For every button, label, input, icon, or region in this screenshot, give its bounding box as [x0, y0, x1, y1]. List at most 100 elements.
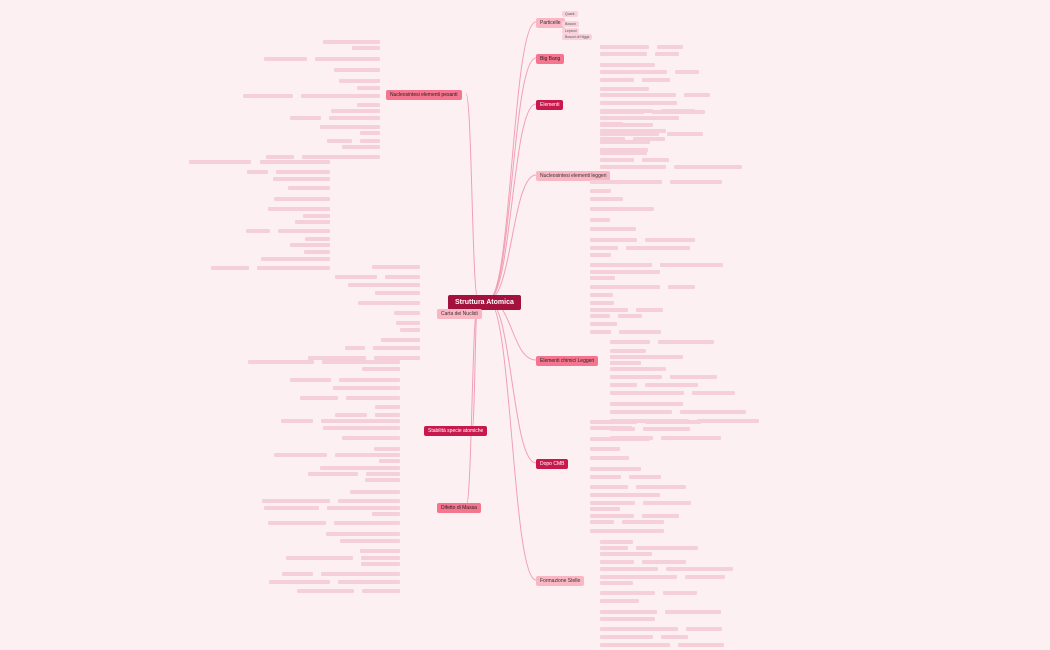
- leaf-bosoni[interactable]: Bosoni: [562, 21, 579, 27]
- branch-elementi[interactable]: Elementi: [536, 100, 564, 110]
- leaf-node[interactable]: [285, 556, 354, 560]
- leaf-node[interactable]: [590, 218, 611, 222]
- leaf-node[interactable]: [610, 349, 647, 353]
- leaf-node[interactable]: [384, 275, 420, 279]
- leaf-node[interactable]: [636, 485, 687, 489]
- leaf-quark[interactable]: Quark: [562, 11, 578, 17]
- leaf-node[interactable]: [359, 549, 400, 553]
- leaf-node[interactable]: [374, 447, 400, 451]
- leaf-node[interactable]: [645, 383, 699, 387]
- leaf-node[interactable]: [361, 556, 400, 560]
- leaf-node[interactable]: [600, 93, 677, 97]
- leaf-node[interactable]: [273, 177, 330, 181]
- leaf-node[interactable]: [356, 86, 380, 90]
- leaf-node[interactable]: [697, 419, 759, 423]
- leaf-node[interactable]: [590, 520, 614, 524]
- leaf-node[interactable]: [610, 375, 663, 379]
- leaf-node[interactable]: [600, 87, 650, 91]
- leaf-node[interactable]: [307, 472, 359, 476]
- leaf-node[interactable]: [590, 301, 614, 305]
- leaf-node[interactable]: [600, 116, 680, 120]
- leaf-node[interactable]: [374, 413, 400, 417]
- leaf-node[interactable]: [685, 627, 723, 631]
- leaf-node[interactable]: [344, 346, 366, 350]
- leaf-node[interactable]: [658, 340, 715, 344]
- leaf-node[interactable]: [323, 40, 380, 44]
- leaf-node[interactable]: [359, 139, 380, 143]
- leaf-node[interactable]: [351, 46, 380, 50]
- leaf-node[interactable]: [590, 276, 615, 280]
- leaf-node[interactable]: [332, 386, 400, 390]
- leaf-node[interactable]: [666, 132, 704, 136]
- leaf-node[interactable]: [590, 514, 635, 518]
- leaf-node[interactable]: [680, 410, 746, 414]
- leaf-node[interactable]: [692, 391, 736, 395]
- leaf-node[interactable]: [621, 520, 665, 524]
- leaf-node[interactable]: [287, 186, 330, 190]
- leaf-node[interactable]: [282, 572, 313, 576]
- leaf-node[interactable]: [600, 158, 635, 162]
- leaf-node[interactable]: [267, 207, 330, 211]
- leaf-node[interactable]: [661, 635, 688, 639]
- leaf-node[interactable]: [590, 180, 662, 184]
- leaf-node[interactable]: [600, 110, 645, 114]
- leaf-node[interactable]: [590, 293, 614, 297]
- leaf-node[interactable]: [189, 160, 252, 164]
- leaf-node[interactable]: [654, 52, 679, 56]
- leaf-node[interactable]: [323, 426, 400, 430]
- leaf-node[interactable]: [659, 263, 724, 267]
- leaf-node[interactable]: [600, 52, 647, 56]
- leaf-node[interactable]: [610, 340, 651, 344]
- leaf-node[interactable]: [378, 459, 400, 463]
- leaf-node[interactable]: [321, 419, 400, 423]
- leaf-node[interactable]: [600, 165, 666, 169]
- leaf-node[interactable]: [399, 328, 420, 332]
- leaf-node[interactable]: [590, 420, 637, 424]
- leaf-node[interactable]: [374, 405, 400, 409]
- leaf-node[interactable]: [652, 110, 705, 114]
- leaf-node[interactable]: [642, 427, 691, 431]
- leaf-node[interactable]: [341, 436, 400, 440]
- leaf-node[interactable]: [600, 581, 633, 585]
- leaf-node[interactable]: [665, 610, 721, 614]
- leaf-node[interactable]: [590, 238, 638, 242]
- leaf-node[interactable]: [338, 378, 400, 382]
- leaf-node[interactable]: [590, 426, 633, 430]
- leaf-node[interactable]: [657, 45, 684, 49]
- leaf-node[interactable]: [320, 466, 400, 470]
- leaf-node[interactable]: [259, 160, 330, 164]
- leaf-node[interactable]: [269, 580, 330, 584]
- leaf-node[interactable]: [590, 314, 611, 318]
- leaf-node[interactable]: [337, 580, 400, 584]
- leaf-node[interactable]: [280, 419, 314, 423]
- leaf-node[interactable]: [590, 197, 623, 201]
- leaf-node[interactable]: [642, 158, 669, 162]
- leaf-node[interactable]: [328, 116, 380, 120]
- branch-carta-nuclidi[interactable]: Carta dei Nuclidi: [437, 309, 482, 319]
- leaf-node[interactable]: [301, 94, 380, 98]
- leaf-node[interactable]: [361, 562, 400, 566]
- leaf-node[interactable]: [361, 367, 400, 371]
- leaf-node[interactable]: [590, 529, 664, 533]
- leaf-node[interactable]: [326, 139, 352, 143]
- leaf-node[interactable]: [245, 229, 271, 233]
- leaf-node[interactable]: [242, 94, 294, 98]
- leaf-node[interactable]: [629, 475, 661, 479]
- leaf-node[interactable]: [374, 291, 420, 295]
- leaf-node[interactable]: [326, 532, 400, 536]
- leaf-node[interactable]: [307, 356, 367, 360]
- leaf-node[interactable]: [625, 246, 691, 250]
- leaf-node[interactable]: [303, 250, 330, 254]
- branch-elementi-chimici-leggeri[interactable]: Elementi chimici Leggeri: [536, 356, 599, 366]
- leaf-node[interactable]: [600, 116, 634, 120]
- branch-nucleosintesi-pesanti[interactable]: Nucleosintesi elementi pesanti: [386, 90, 462, 100]
- leaf-node[interactable]: [590, 475, 622, 479]
- leaf-node[interactable]: [590, 493, 660, 497]
- leaf-node[interactable]: [590, 507, 620, 511]
- leaf-node[interactable]: [618, 330, 662, 334]
- leaf-node[interactable]: [661, 436, 721, 440]
- leaf-node[interactable]: [590, 330, 611, 334]
- leaf-node[interactable]: [350, 490, 400, 494]
- leaf-node[interactable]: [642, 514, 679, 518]
- leaf-node[interactable]: [265, 155, 295, 159]
